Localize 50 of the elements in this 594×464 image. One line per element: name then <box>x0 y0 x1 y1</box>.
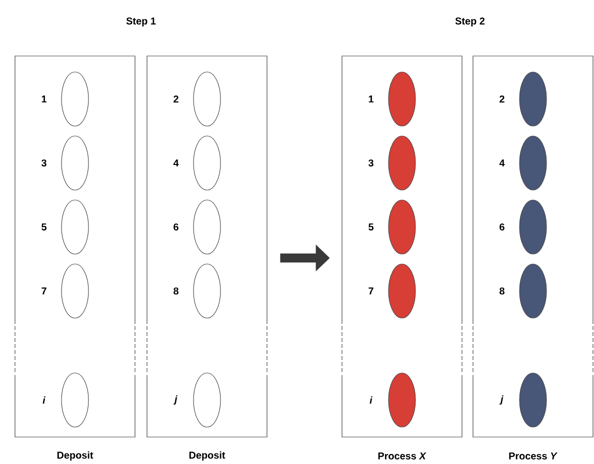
item-number: 2 <box>174 96 178 102</box>
item-number: 7 <box>368 288 374 294</box>
ellipse <box>388 264 416 318</box>
panel <box>146 56 268 438</box>
ellipse <box>519 372 547 428</box>
item-number: j <box>173 395 178 405</box>
item-number: j <box>499 395 504 405</box>
ellipse <box>61 72 89 126</box>
ellipse <box>193 72 221 126</box>
item-number: 5 <box>42 224 46 230</box>
panel <box>14 56 136 438</box>
item-number: 5 <box>368 224 374 230</box>
item-number: 3 <box>41 159 46 167</box>
ellipse <box>193 200 221 254</box>
panel-caption: Process Y <box>509 452 558 460</box>
item-number: 1 <box>368 96 374 102</box>
item-number: 4 <box>173 160 179 166</box>
ellipse <box>519 264 547 318</box>
ellipse <box>193 264 221 318</box>
ellipse <box>388 200 416 254</box>
ellipse <box>519 72 547 126</box>
ellipse <box>193 372 221 428</box>
ellipse <box>519 136 547 190</box>
ellipse <box>61 136 89 190</box>
panel <box>342 56 462 438</box>
panel-caption: Deposit <box>189 451 226 461</box>
ellipse <box>519 200 547 254</box>
ellipse <box>61 372 89 428</box>
ellipse <box>193 136 221 190</box>
ellipse <box>61 200 89 254</box>
item-number: i <box>42 396 46 404</box>
panel-caption: Process X <box>378 452 426 460</box>
panel-caption: Deposit <box>57 451 94 461</box>
panel <box>472 56 594 438</box>
ellipse <box>388 372 416 428</box>
item-number: 6 <box>500 223 504 231</box>
item-number: 1 <box>42 96 46 102</box>
ellipse <box>388 72 416 126</box>
item-number: i <box>370 396 372 404</box>
item-number: 7 <box>42 288 46 294</box>
step-heading: Step 1 <box>126 17 156 26</box>
item-number: 3 <box>368 159 374 167</box>
item-number: 8 <box>500 287 504 295</box>
ellipse <box>388 136 416 190</box>
item-number: 6 <box>174 223 178 231</box>
ellipse <box>61 264 89 318</box>
item-number: 4 <box>499 160 505 166</box>
step-heading: Step 2 <box>455 17 485 26</box>
item-number: 2 <box>500 96 504 102</box>
item-number: 8 <box>174 287 178 295</box>
